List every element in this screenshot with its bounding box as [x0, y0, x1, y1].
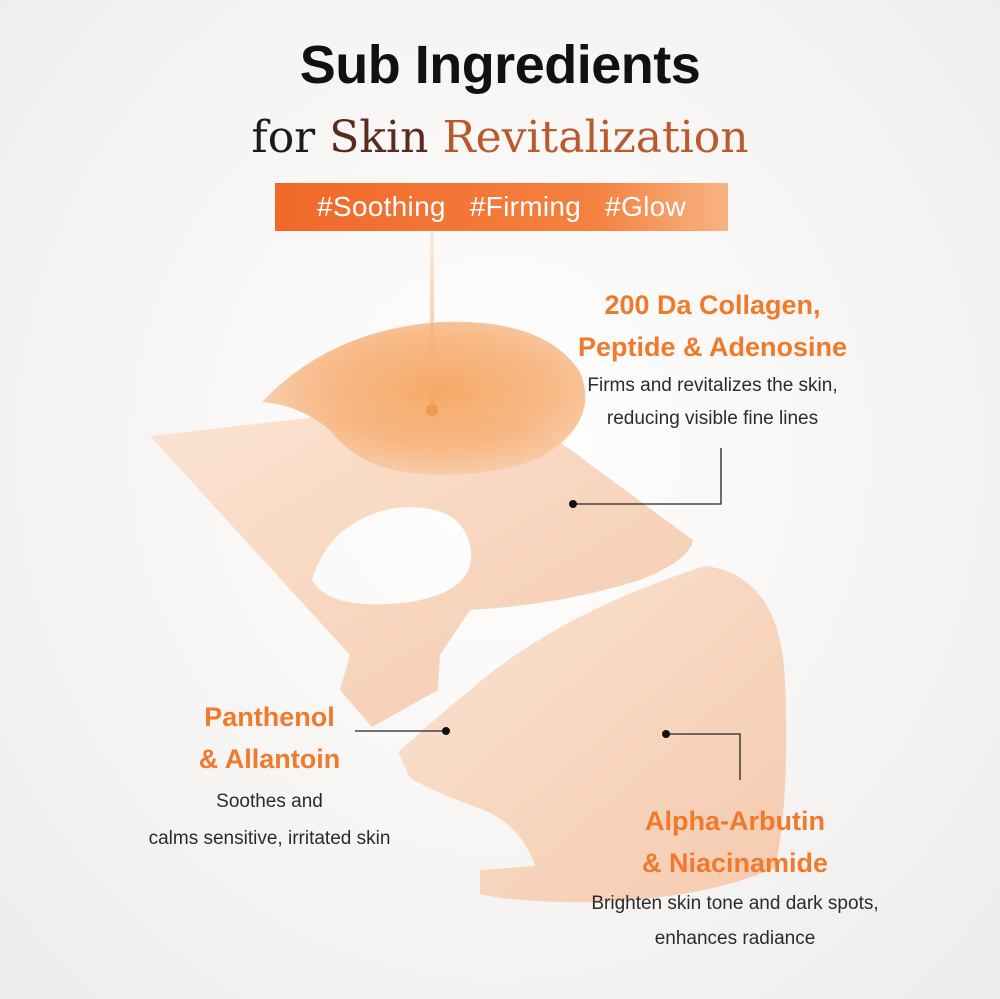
serum-drip [430, 230, 434, 415]
tag-soothing: #Soothing [317, 191, 446, 222]
leader-line-collagen [573, 448, 722, 505]
callout-panthenol-desc-1: Soothes and [216, 791, 323, 812]
tag-glow: #Glow [605, 191, 686, 222]
callout-panthenol: Panthenol & Allantoin Soothes and calms … [112, 696, 427, 854]
page-subtitle: for Skin Revitalization [0, 112, 1000, 163]
callout-arbutin-heading-1: Alpha-Arbutin [645, 806, 825, 836]
callout-panthenol-heading-1: Panthenol [204, 702, 335, 732]
callout-collagen-desc-2: reducing visible fine lines [606, 408, 819, 429]
leader-dot-collagen [569, 500, 577, 508]
subtitle-word-2: Skin [329, 112, 429, 163]
subtitle-word-1: for [251, 112, 316, 163]
serum-droplet [262, 321, 586, 475]
callout-collagen-heading-2: Peptide & Adenosine [577, 332, 848, 362]
callout-arbutin: Alpha-Arbutin & Niacinamide Brighten ski… [560, 800, 910, 954]
subtitle-word-3: Revitalization [442, 112, 749, 163]
callout-panthenol-heading-2: & Allantoin [198, 744, 341, 774]
leader-dot-arbutin [662, 730, 670, 738]
callout-arbutin-desc-1: Brighten skin tone and dark spots, [591, 893, 879, 914]
callout-collagen-heading-1: 200 Da Collagen, [604, 290, 821, 320]
callout-collagen: 200 Da Collagen, Peptide & Adenosine Fir… [540, 284, 885, 434]
leader-dot-panthenol [442, 727, 450, 735]
callout-arbutin-desc-2: enhances radiance [654, 928, 816, 949]
tag-firming: #Firming [469, 191, 582, 222]
callout-panthenol-desc-2: calms sensitive, irritated skin [148, 828, 391, 849]
page-title: Sub Ingredients [299, 35, 701, 95]
callout-arbutin-heading-2: & Niacinamide [641, 848, 829, 878]
leader-line-arbutin [666, 733, 741, 780]
hashtag-banner: #Soothing #Firming #Glow [275, 183, 728, 231]
lower-mask-sheet [398, 566, 787, 903]
callout-collagen-desc-1: Firms and revitalizes the skin, [587, 375, 838, 396]
serum-drop-tip [426, 404, 438, 416]
upper-mask-sheet [150, 412, 693, 727]
